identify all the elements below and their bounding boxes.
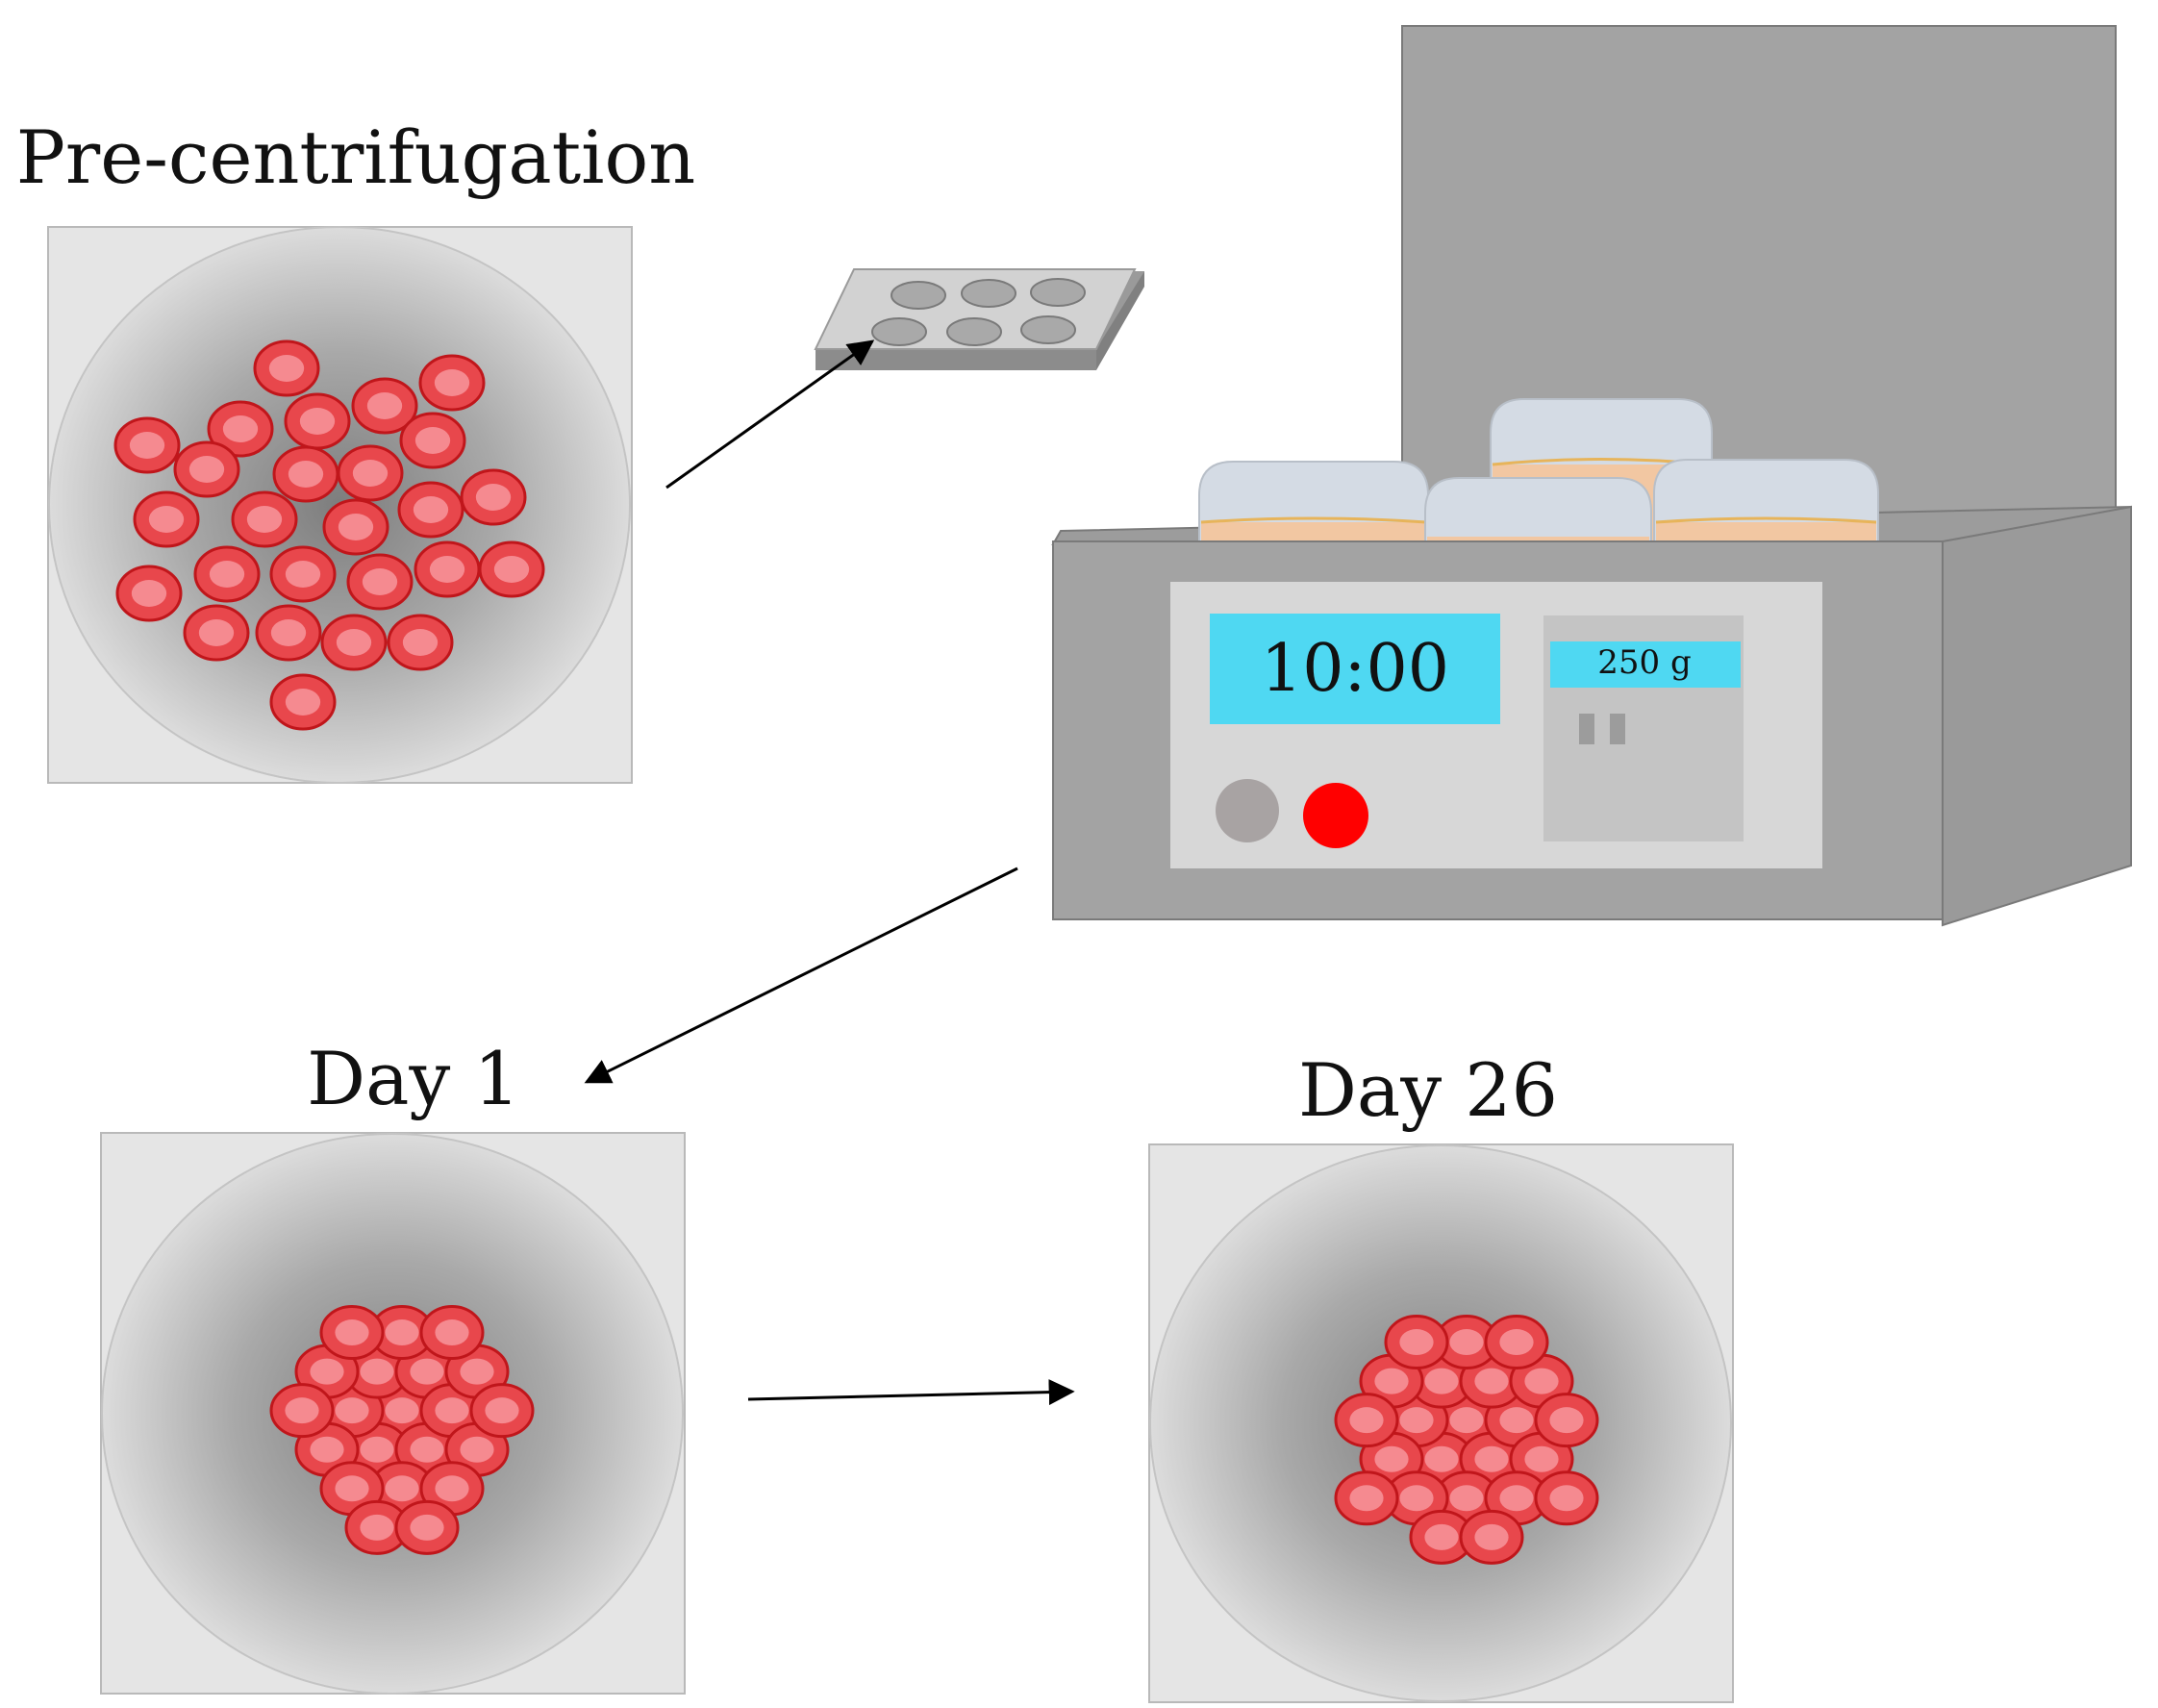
cell [344,1499,410,1555]
spheroid-day1 [269,1305,535,1555]
cell [478,540,545,598]
cell [351,377,418,435]
cell-group-loose [113,339,545,731]
well-day26 [1148,1143,1734,1703]
day26-label: Day 26 [1298,1047,1558,1133]
cell [419,1305,485,1361]
cell [231,490,298,548]
arrow-centrifuge-to-day1 [584,867,1018,1084]
pre-centrifugation-label: Pre-centrifugation [16,114,695,200]
cell [1384,1315,1449,1370]
cell [272,445,339,503]
speed-display [1550,641,1741,688]
arrow-day1-to-day26 [747,1379,1075,1406]
cell [469,1383,535,1439]
cell [193,545,261,603]
well-day1 [100,1132,686,1695]
stop-button[interactable] [1216,779,1279,842]
cell [1484,1315,1549,1370]
cell [269,673,337,731]
cell [173,440,240,498]
cell [460,468,527,526]
timer-display [1210,614,1500,724]
cell [269,1383,335,1439]
centrifuge-buckets [1198,398,1879,547]
cell [269,545,337,603]
start-button[interactable] [1303,783,1368,848]
cell [115,565,183,622]
six-well-plate-icon [814,268,1144,370]
cell [1334,1470,1399,1526]
cell [183,604,250,662]
cell [394,1499,460,1555]
cell [253,339,320,397]
well-pre-centrifugation [47,226,633,784]
centrifuge: 10:00 250 g [1051,25,2132,927]
cell [1534,1393,1599,1448]
cell [414,540,481,598]
spheroid-day26 [1334,1315,1599,1565]
cell [255,604,322,662]
cell [113,416,181,474]
cell [133,490,200,548]
arrow-well-to-plate [665,339,875,490]
cell [322,498,389,556]
cell [337,444,404,502]
cell [1334,1393,1399,1448]
day1-label: Day 1 [307,1036,520,1121]
cell [1459,1509,1524,1565]
cell [1534,1470,1599,1526]
cell [319,1305,385,1361]
indicator-left [1579,714,1594,744]
cell [207,400,274,458]
cell [399,412,466,469]
indicator-right [1610,714,1625,744]
timer-value: 10:00 [1261,631,1449,707]
cell [346,553,414,611]
cell [397,481,464,539]
cell [320,614,388,671]
cell [284,392,351,450]
speed-value: 250 g [1597,643,1691,682]
cell [387,614,454,671]
cell [1409,1509,1474,1565]
cell [418,354,486,412]
